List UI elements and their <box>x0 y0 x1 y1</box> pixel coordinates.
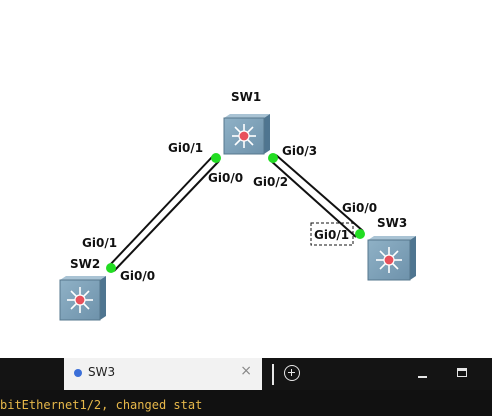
topology-canvas[interactable]: SW1 SW2 SW3 Gi0/1 Gi0/0 Gi0/3 Gi0/2 Gi0/… <box>0 0 492 358</box>
plus-circle-icon[interactable] <box>284 365 300 381</box>
tab-label: SW3 <box>88 365 116 379</box>
link-status-dot <box>355 229 365 239</box>
link-status-dot <box>106 263 116 273</box>
link-status-dot <box>211 153 221 163</box>
switch-sw2[interactable] <box>59 276 106 321</box>
console-tab-bar: SW3 × <box>0 358 492 390</box>
node-label-sw2: SW2 <box>70 257 100 271</box>
port-label-sw2-gi01: Gi0/1 <box>82 236 117 250</box>
tab-sw3[interactable]: SW3 × <box>64 358 262 390</box>
close-icon[interactable]: × <box>240 363 252 379</box>
link-sw1-sw2[interactable] <box>107 155 220 272</box>
switch-sw1[interactable] <box>223 114 270 155</box>
console-line: bitEthernet1/2, changed stat <box>0 398 203 412</box>
port-label-selection-box <box>310 222 354 246</box>
link-status-dot <box>268 153 278 163</box>
port-label-sw3-gi01[interactable]: Gi0/1 <box>314 228 349 242</box>
port-label-sw1-gi03: Gi0/3 <box>282 144 317 158</box>
maximize-icon[interactable] <box>457 368 467 377</box>
switch-sw3[interactable] <box>367 236 416 281</box>
port-label-sw1-gi01: Gi0/1 <box>168 141 203 155</box>
console-output[interactable]: bitEthernet1/2, changed stat <box>0 390 492 416</box>
port-label-sw1-gi00: Gi0/0 <box>208 171 243 185</box>
port-label-sw2-gi00: Gi0/0 <box>120 269 155 283</box>
minimize-icon[interactable] <box>418 376 427 378</box>
tab-status-dot <box>74 369 82 377</box>
link-sw1-sw3[interactable] <box>269 154 364 238</box>
node-label-sw3: SW3 <box>377 216 407 230</box>
port-label-sw1-gi02: Gi0/2 <box>253 175 288 189</box>
node-label-sw1: SW1 <box>231 90 261 104</box>
port-label-sw3-gi00: Gi0/0 <box>342 201 377 215</box>
tab-divider <box>272 364 274 385</box>
